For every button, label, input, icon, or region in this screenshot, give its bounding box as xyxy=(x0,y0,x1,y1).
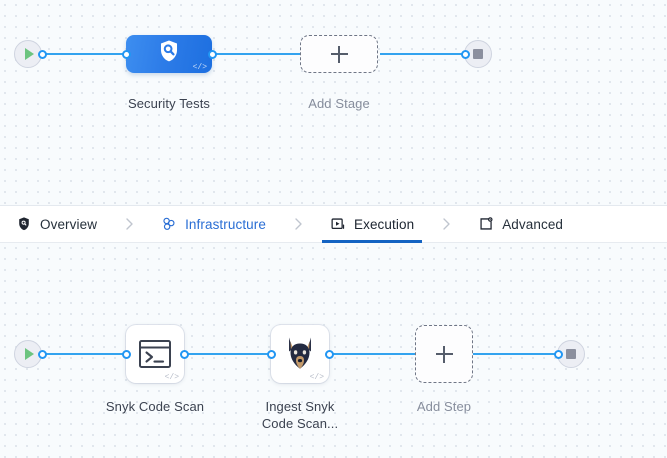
tab-advanced-label: Advanced xyxy=(502,216,564,232)
plus-icon xyxy=(330,45,348,63)
tab-infrastructure-label: Infrastructure xyxy=(185,216,266,232)
wire-addstep-to-end xyxy=(473,353,565,355)
port-stage-out[interactable] xyxy=(207,49,217,59)
stop-icon xyxy=(566,349,576,359)
shield-search-icon xyxy=(156,39,182,70)
terminal-icon xyxy=(139,340,171,368)
wire-addstage-to-end xyxy=(380,53,472,55)
stop-icon xyxy=(473,49,483,59)
step-label-ingest-snyk-line1: Ingest Snyk xyxy=(265,399,335,414)
infrastructure-icon xyxy=(163,217,175,230)
port-step1-out[interactable] xyxy=(179,349,189,359)
tab-execution[interactable]: Execution xyxy=(321,206,423,243)
code-badge: </> xyxy=(309,373,324,382)
steps-start-node[interactable] xyxy=(14,340,42,368)
tab-infrastructure[interactable]: Infrastructure xyxy=(159,206,268,242)
doberman-icon xyxy=(289,337,311,369)
port-end-in[interactable] xyxy=(554,349,563,359)
add-step-label: Add Step xyxy=(416,399,472,414)
port-stage-in[interactable] xyxy=(121,49,131,59)
play-icon xyxy=(25,348,34,360)
step-node-ingest-snyk-code-scan[interactable]: </> xyxy=(271,325,329,383)
shield-icon xyxy=(19,217,29,231)
wire-start-to-step1 xyxy=(40,353,130,355)
wire-step2-to-addstep xyxy=(328,353,416,355)
add-step-button[interactable] xyxy=(415,325,473,383)
wire-step1-to-step2 xyxy=(183,353,275,355)
start-marker xyxy=(14,40,42,68)
port-step1-in[interactable] xyxy=(121,349,131,359)
advanced-gear-icon xyxy=(480,217,493,230)
plus-icon xyxy=(435,345,453,363)
tab-overview[interactable]: Overview xyxy=(14,206,99,242)
add-stage-box xyxy=(300,35,378,73)
stages-canvas[interactable]: </> Security Tests Add Stage xyxy=(0,0,667,205)
chevron-right-icon xyxy=(443,218,450,230)
chevron-right-icon xyxy=(126,218,133,230)
stage-node-security-tests[interactable]: </> xyxy=(126,35,212,73)
port-step2-in[interactable] xyxy=(266,349,276,359)
add-stage-button[interactable] xyxy=(300,35,378,73)
step-box: </> xyxy=(271,325,329,383)
pipeline-tab-bar: Overview Infrastructure Execution xyxy=(0,205,667,243)
port-start-out[interactable] xyxy=(38,349,47,359)
port-end-in[interactable] xyxy=(461,49,470,59)
steps-canvas[interactable]: </> Snyk Code Scan </> xyxy=(0,243,667,458)
wire-stage-to-addstage xyxy=(206,53,306,55)
step-label-snyk-code-scan: Snyk Code Scan xyxy=(105,399,205,414)
code-badge: </> xyxy=(192,63,207,72)
step-label-ingest-snyk-line2: Code Scan... xyxy=(261,416,339,431)
tab-advanced[interactable]: Advanced xyxy=(476,206,565,242)
add-step-box xyxy=(415,325,473,383)
port-step2-out[interactable] xyxy=(324,349,334,359)
play-icon xyxy=(25,48,34,60)
add-stage-label: Add Stage xyxy=(308,96,370,111)
stage-label-security-tests: Security Tests xyxy=(127,96,211,111)
tab-execution-label: Execution xyxy=(354,216,415,232)
step-box: </> xyxy=(126,325,184,383)
port-start-out[interactable] xyxy=(38,49,47,59)
wire-start-to-stage xyxy=(40,53,134,55)
code-badge: </> xyxy=(164,373,179,382)
tab-overview-label: Overview xyxy=(40,216,98,232)
pipeline-start-node[interactable] xyxy=(14,40,42,68)
chevron-right-icon xyxy=(295,218,302,230)
stage-box: </> xyxy=(126,35,212,73)
start-marker xyxy=(14,340,42,368)
execution-icon xyxy=(331,218,345,230)
step-node-snyk-code-scan[interactable]: </> xyxy=(126,325,184,383)
